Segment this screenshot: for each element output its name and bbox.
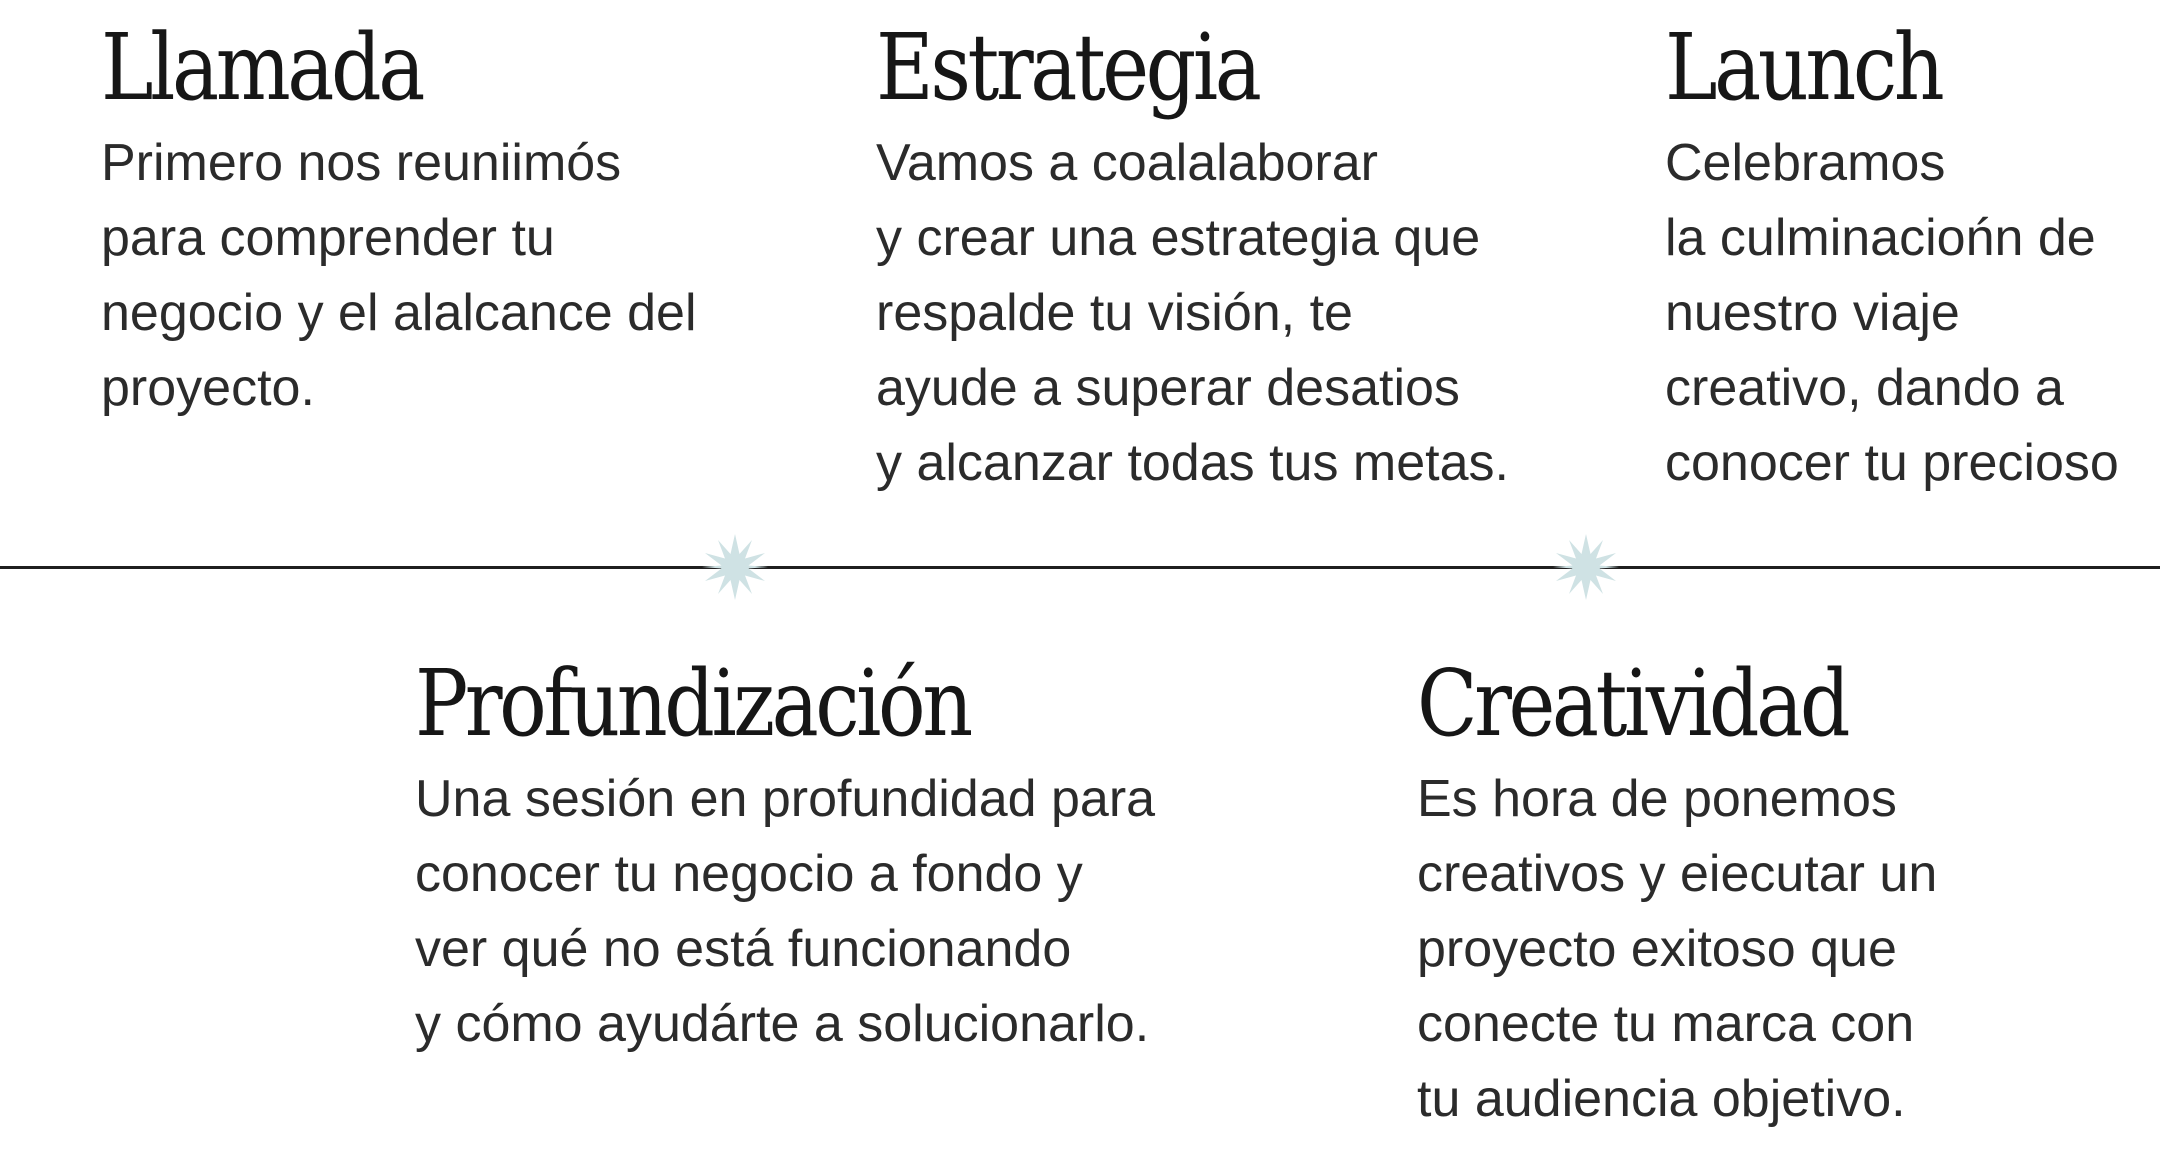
- step-description: Primero nos reuniimós para comprender tu…: [101, 134, 697, 417]
- step-launch: Launch Celebramos la culminaciońn de nue…: [1665, 22, 2160, 501]
- step-llamada: Llamada Primero nos reuniimós para compr…: [101, 22, 801, 426]
- step-title: Creatividad: [1417, 650, 1851, 757]
- step-description: Vamos a coalalaborar y crear una estrate…: [876, 134, 1509, 492]
- step-description: Una sesión en profundidad para conocer t…: [415, 770, 1156, 1053]
- step-title: Estrategia: [876, 14, 1262, 121]
- step-profundizacion: Profundización Una sesión en profundidad…: [415, 658, 1175, 1062]
- step-title: Profundización: [415, 650, 973, 757]
- step-title: Llamada: [101, 14, 425, 121]
- star-shape: [1553, 534, 1619, 600]
- star-burst-icon: [702, 534, 768, 600]
- timeline-line: [0, 566, 2160, 569]
- step-estrategia: Estrategia Vamos a coalalaborar y crear …: [876, 22, 1636, 501]
- star-shape: [702, 534, 768, 600]
- step-description: Celebramos la culminaciońn de nuestro vi…: [1665, 134, 2119, 492]
- step-title: Launch: [1665, 14, 1945, 121]
- step-creatividad: Creatividad Es hora de ponemos creativos…: [1417, 658, 2137, 1137]
- star-burst-icon: [1553, 534, 1619, 600]
- step-description: Es hora de ponemos creativos y eiecutar …: [1417, 770, 1938, 1128]
